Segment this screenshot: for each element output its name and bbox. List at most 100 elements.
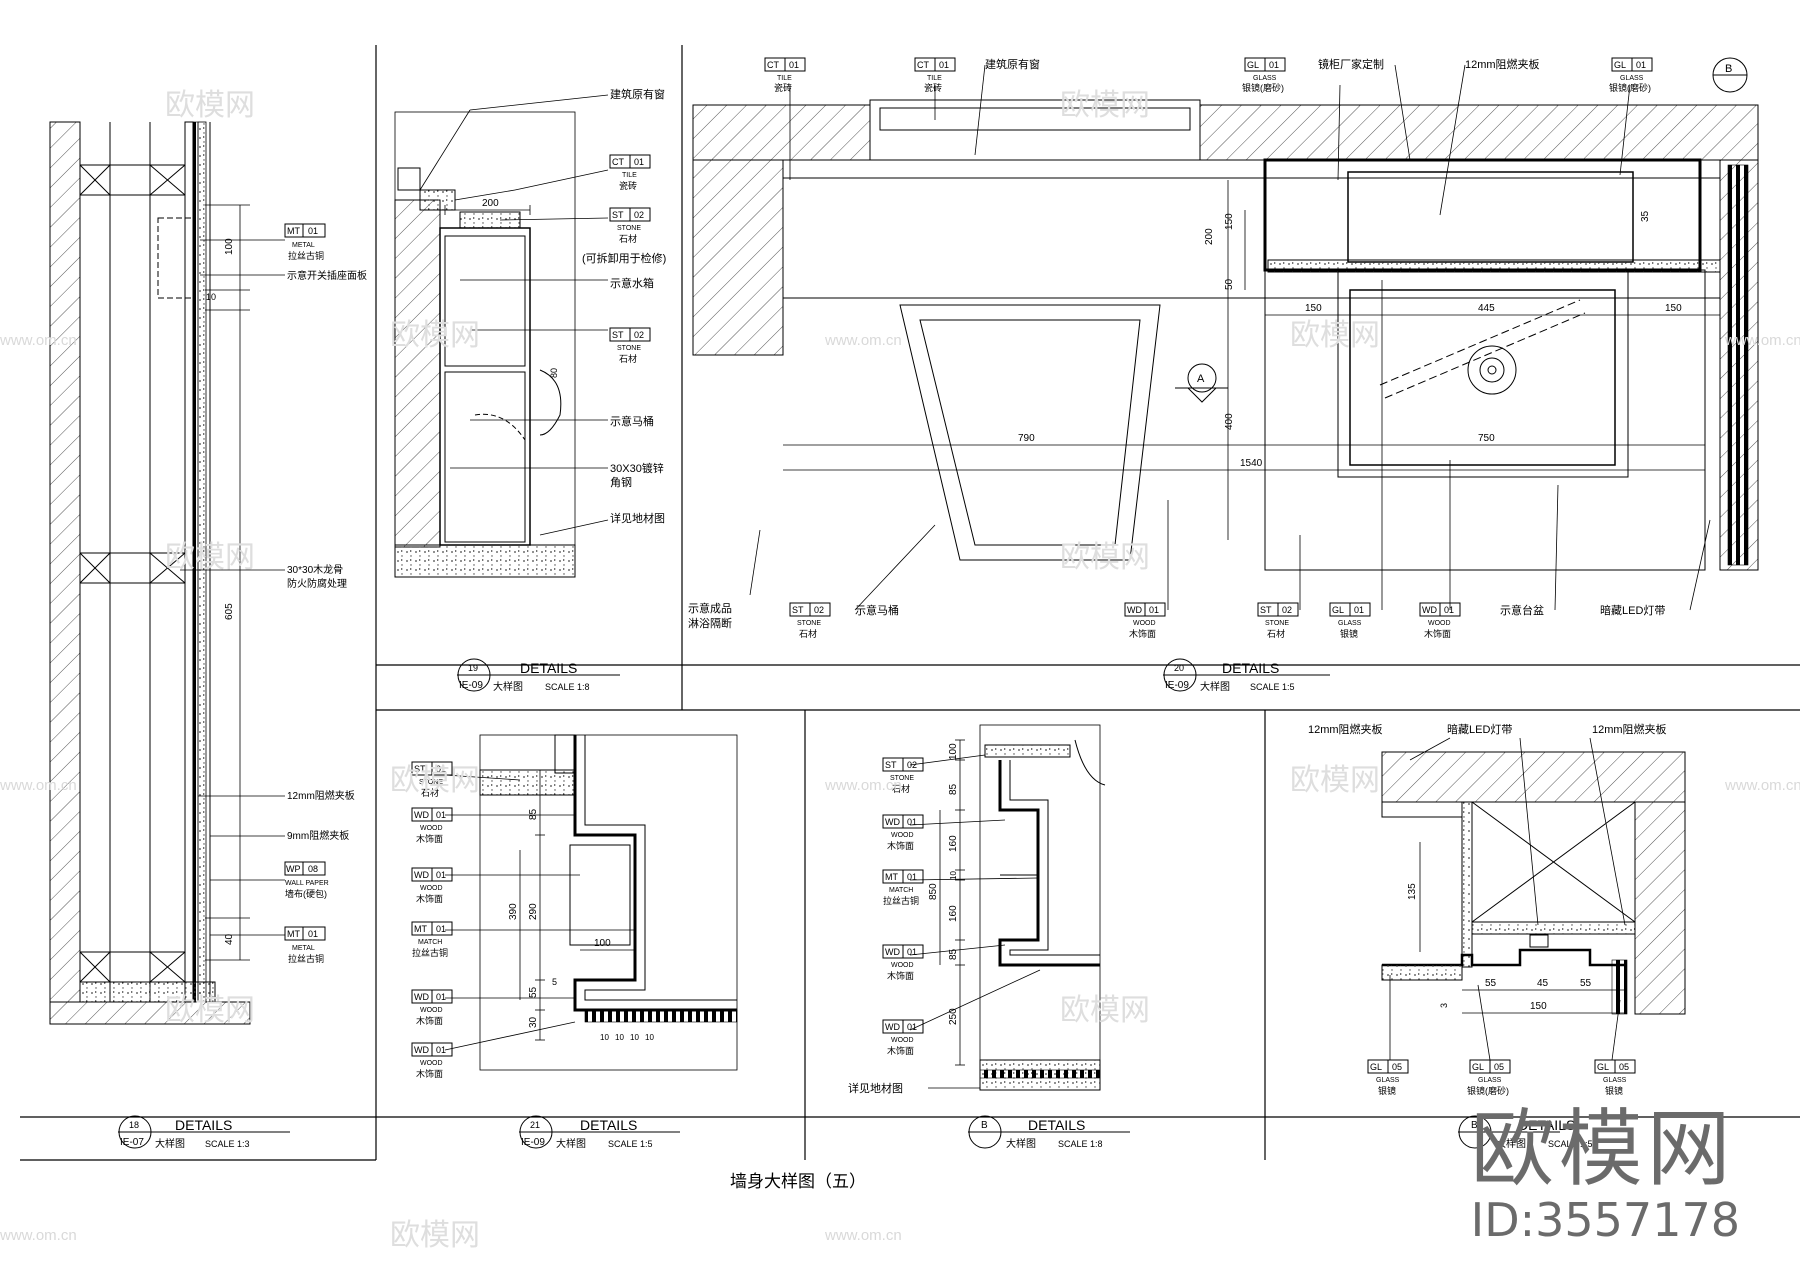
tag-no: 02: [1282, 605, 1292, 615]
tag-cn: 拉丝古铜: [288, 250, 324, 261]
watermark-brand: 欧模网: [165, 541, 255, 574]
watermark-brand: 欧模网: [390, 1219, 480, 1252]
tag-en: WOOD: [891, 832, 914, 839]
detail-sub: 大样图: [155, 1137, 185, 1150]
tag-code: WD: [414, 870, 429, 880]
tag-cn: 石材: [1267, 628, 1285, 639]
detail-sub: 大样图: [1006, 1137, 1036, 1150]
detail-sub: 大样图: [556, 1137, 586, 1150]
dim-b1-e: 160: [948, 905, 959, 922]
detail-scale: SCALE 1:3: [205, 1139, 250, 1149]
tag-18-mt01: MT 01 METAL 拉丝古铜: [284, 223, 326, 261]
detail-num: 20: [1174, 663, 1184, 673]
section-mark-b: B: [1712, 57, 1748, 93]
note-keel: 30*30木龙骨: [287, 563, 343, 576]
detail-num: B: [1471, 1120, 1478, 1131]
note-ply9: 9mm阻燃夹板: [287, 829, 349, 842]
tag-code: WD: [1422, 605, 1437, 615]
watermark-brand: 欧模网: [390, 764, 480, 797]
note-angle: 30X30镀锌: [610, 461, 664, 475]
tag-code: ST: [612, 210, 624, 220]
tag-no: 01: [436, 992, 446, 1002]
tag-code: ST: [792, 605, 804, 615]
tag-no: 01: [907, 1022, 917, 1032]
tag-en: MATCH: [418, 939, 442, 946]
tag-code: MT: [287, 929, 300, 939]
tag-19-ct01: CT 01 TILE 瓷砖: [609, 154, 651, 191]
tag-en: METAL: [292, 242, 315, 249]
tag-20-st02-a: ST 02 STONE 石材: [789, 602, 831, 639]
note-ply12-c: 12mm阻燃夹板: [1308, 722, 1383, 736]
note-tank: 示意水箱: [610, 276, 654, 290]
note-keel-2: 防火防腐处理: [287, 577, 347, 590]
section-mark-a: A: [1175, 363, 1228, 403]
dim-20-e: 750: [1478, 433, 1495, 444]
tag-code: MT: [885, 872, 898, 882]
watermark-site: www.om.cn: [0, 332, 77, 349]
tag-en: WOOD: [420, 1060, 443, 1067]
detail-title: DETAILS: [1222, 660, 1279, 676]
tag-en: GLASS: [1338, 620, 1362, 627]
tag-no: 01: [436, 1045, 446, 1055]
dim-21-j: 10: [630, 1033, 639, 1042]
tag-code: CT: [612, 157, 624, 167]
tag-no: 01: [1269, 60, 1279, 70]
tag-en: WOOD: [891, 1037, 914, 1044]
tag-cn: 石材: [619, 233, 637, 244]
tag-code: ST: [612, 330, 624, 340]
note-angle-2: 角钢: [610, 476, 632, 489]
note-led-2: 暗藏LED灯带: [1447, 722, 1512, 736]
tag-cn: 木饰面: [1424, 628, 1451, 639]
tag-cn: 石材: [892, 783, 910, 794]
note-switch-panel: 示意开关插座面板: [287, 269, 367, 282]
detail-title: DETAILS: [175, 1117, 232, 1133]
tag-en: GLASS: [1253, 75, 1277, 82]
tag-cn: 银镜: [1378, 1085, 1396, 1096]
tag-code: GL: [1247, 60, 1259, 70]
watermark-logo-brand: 欧模网: [1470, 1100, 1735, 1198]
tag-cn: 墙布(硬包): [285, 888, 327, 899]
tag-cn: 拉丝古铜: [883, 895, 919, 906]
tag-cn: 木饰面: [416, 833, 443, 844]
tag-21-st01: ST 01 STONE 石材: [411, 761, 453, 798]
tag-cn: 石材: [799, 628, 817, 639]
tag-cn: 银镜(磨砂): [1467, 1085, 1509, 1096]
tag-20-gl01m-a: GL 01 GLASS 银镜(磨砂): [1242, 57, 1286, 93]
detail-scale: SCALE 1:8: [545, 682, 590, 692]
tag-19-st02-b: ST 02 STONE 石材: [609, 327, 651, 364]
watermark-brand: 欧模网: [165, 89, 255, 122]
title-block-b2: B DETAILS 大样图 SCALE 1:5: [1458, 1115, 1593, 1150]
note-partition-2: 淋浴隔断: [688, 616, 732, 630]
watermark-brand: 欧模网: [1060, 541, 1150, 574]
tag-no: 01: [907, 817, 917, 827]
tag-cn: 木饰面: [416, 1015, 443, 1026]
tag-en: MATCH: [889, 887, 913, 894]
section-mark-b-label: B: [1725, 63, 1732, 75]
tag-cn: 银镜: [1340, 628, 1358, 639]
watermark-site: www.om.cn: [0, 1227, 77, 1244]
tag-21-mt01: MT 01 MATCH 拉丝古铜: [411, 921, 453, 958]
watermark-brand: 欧模网: [390, 319, 480, 352]
tag-no: 01: [939, 60, 949, 70]
detail-ref: IE-09: [521, 1137, 545, 1148]
tag-cn: 拉丝古铜: [288, 953, 324, 964]
tag-code: WD: [885, 1022, 900, 1032]
tag-en: TILE: [927, 75, 942, 82]
dim-21-b: 290: [528, 903, 539, 920]
tag-en: METAL: [292, 945, 315, 952]
tag-code: WP: [286, 864, 301, 874]
tag-18-wp08: WP 08 WALL PAPER 墙布(硬包): [284, 861, 329, 899]
tag-code: ST: [414, 764, 426, 774]
tag-en: WALL PAPER: [285, 880, 329, 887]
title-block-18: 18 IE-07 DETAILS 大样图 SCALE 1:3: [118, 1115, 290, 1150]
tag-no: 01: [1636, 60, 1646, 70]
dim-20-f: 1540: [1240, 458, 1263, 469]
tag-21-wd01-d: WD 01 WOOD 木饰面: [411, 1042, 453, 1079]
tag-en: WOOD: [420, 825, 443, 832]
tag-b-wd01-b: WD 01 WOOD 木饰面: [882, 944, 924, 981]
tag-en: STONE: [890, 775, 914, 782]
note-toilet-2: 示意马桶: [855, 603, 899, 617]
tag-en: GLASS: [1478, 1077, 1502, 1084]
dim-18-c: 605: [224, 603, 235, 620]
detail-sub: 大样图: [1200, 680, 1230, 693]
